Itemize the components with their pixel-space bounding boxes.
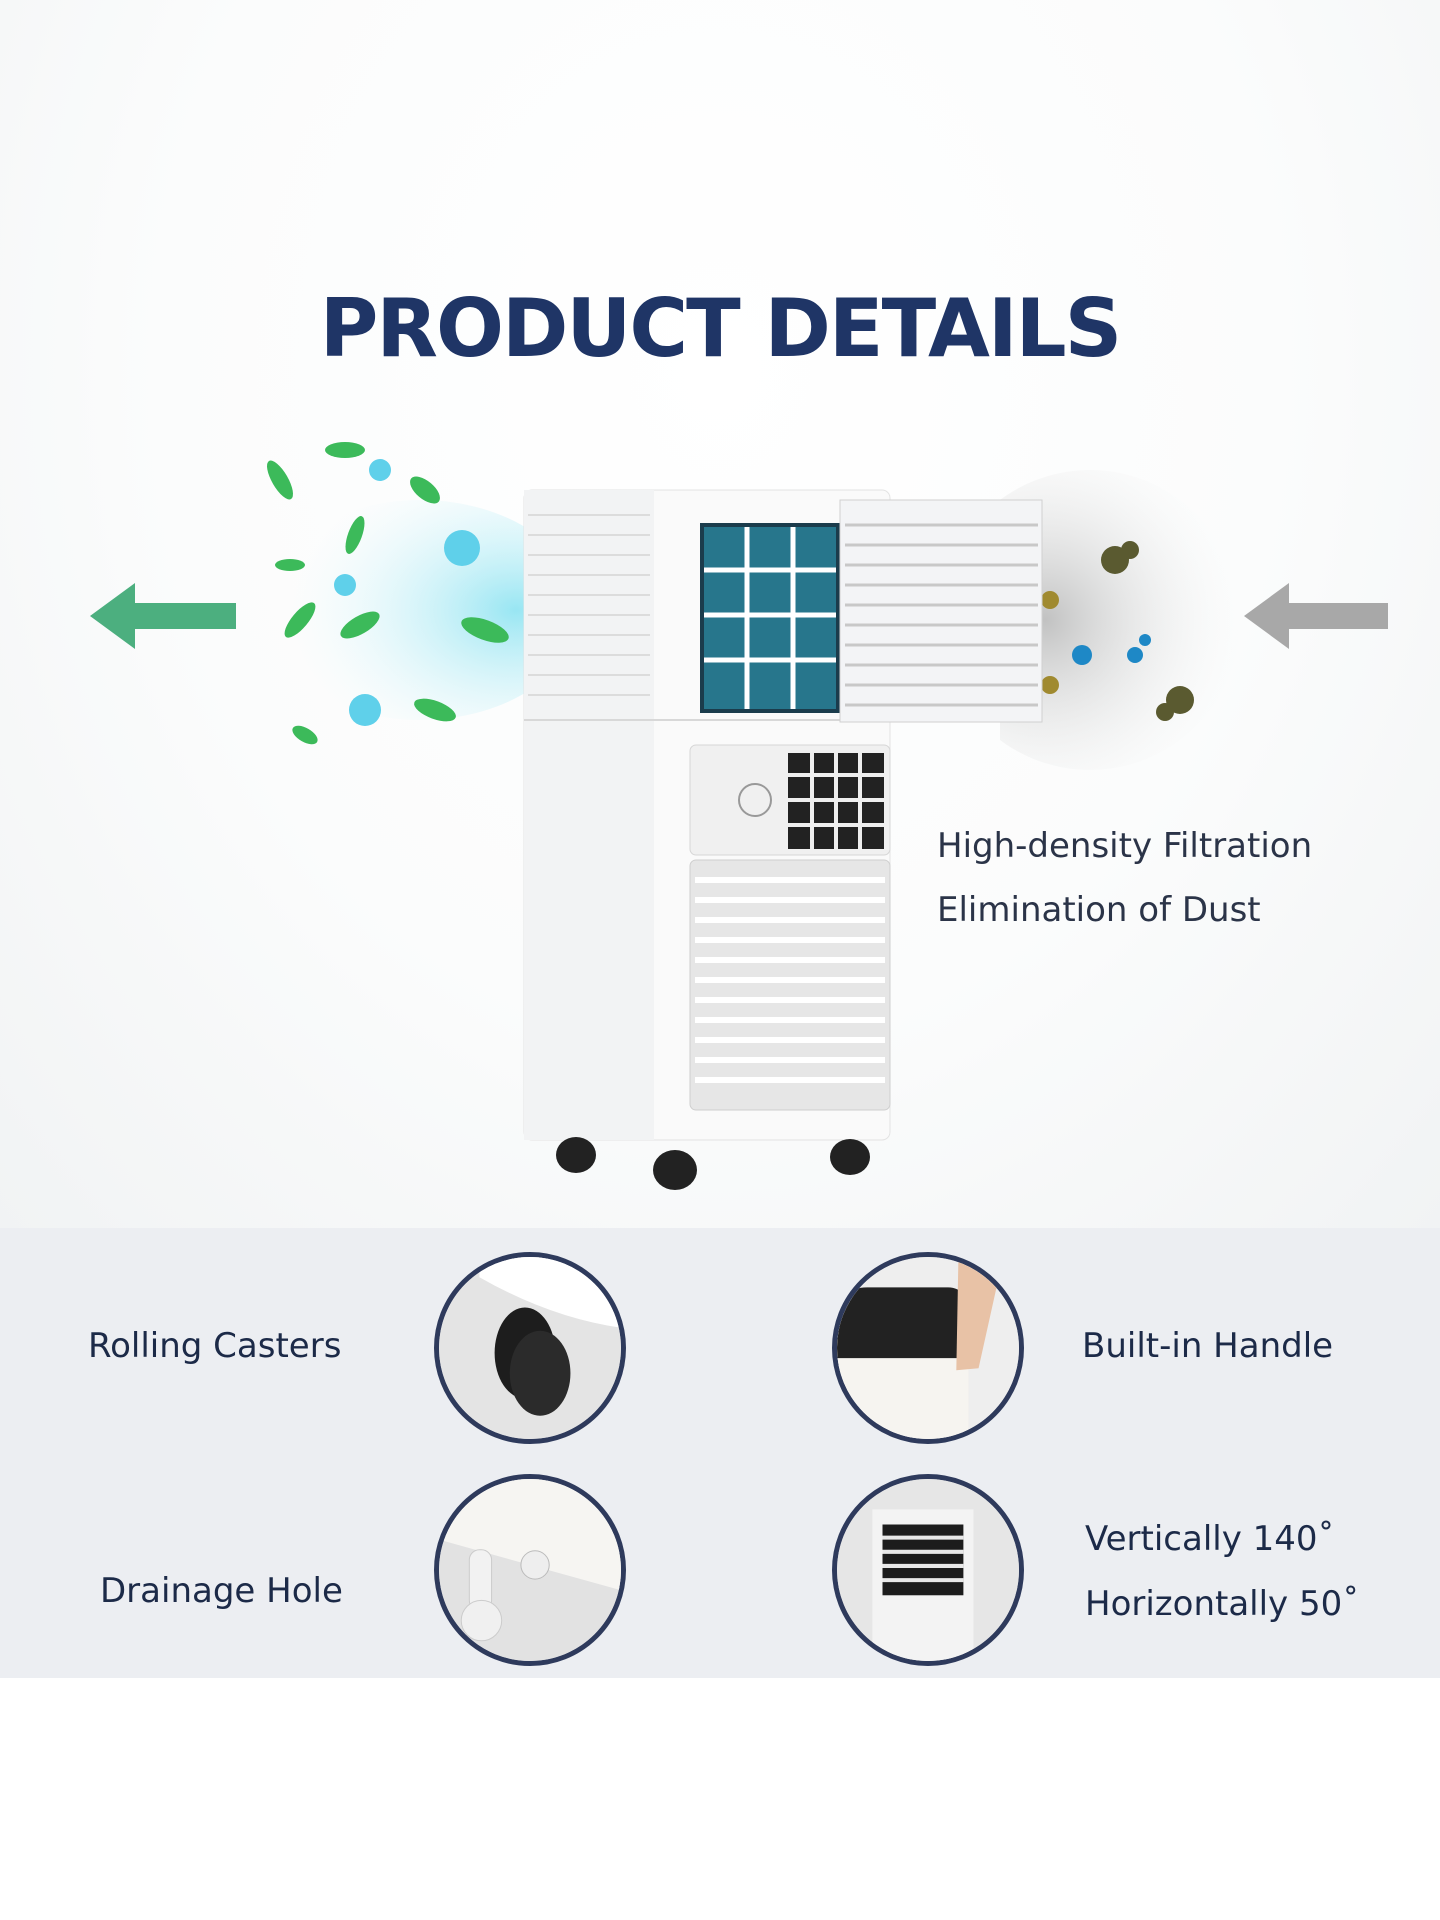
handle-icon	[832, 1252, 1024, 1444]
drain-icon	[434, 1474, 626, 1666]
caster-wheel-icon	[434, 1252, 626, 1444]
filtration-line-2: Elimination of Dust	[937, 890, 1261, 930]
clean-air-illustration	[260, 442, 530, 745]
dust-illustration	[1000, 470, 1240, 770]
feature-label-vertical-swing: Vertically 140˚	[1085, 1519, 1335, 1559]
feature-label-horizontal-swing: Horizontally 50˚	[1085, 1584, 1360, 1624]
page-title: PRODUCT DETAILS	[319, 282, 1122, 375]
portable-air-conditioner-image	[523, 489, 1043, 1190]
airflow-out-arrow-icon	[90, 583, 236, 649]
louver-icon	[832, 1474, 1024, 1666]
filtration-line-1: High-density Filtration	[937, 826, 1313, 866]
features-panel	[0, 1228, 1440, 1678]
feature-label-rolling-casters: Rolling Casters	[88, 1326, 342, 1366]
feature-label-drainage-hole: Drainage Hole	[100, 1571, 343, 1611]
feature-label-built-in-handle: Built-in Handle	[1082, 1326, 1334, 1366]
airflow-in-arrow-icon	[1244, 583, 1388, 649]
